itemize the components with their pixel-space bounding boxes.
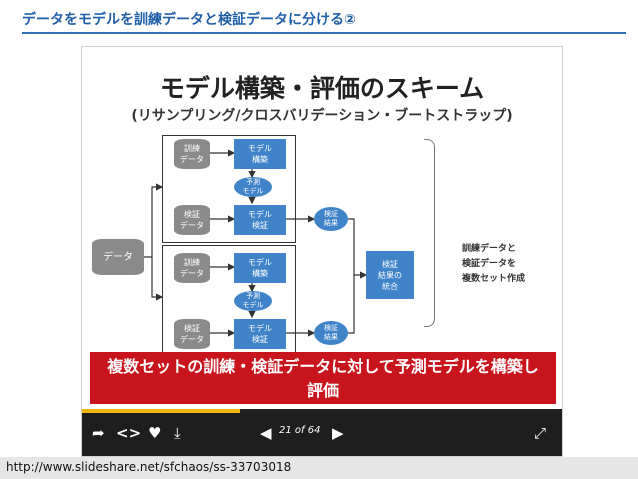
valid-data-store-2: 検証 データ bbox=[174, 319, 210, 349]
integrate-results-box: 検証 結果の 統合 bbox=[366, 251, 414, 299]
valid-model-box-1: モデル 検証 bbox=[234, 205, 286, 235]
slide-subtitle: (リサンプリング/クロスバリデーション・ブートストラップ) bbox=[131, 108, 513, 124]
sets-note: 訓練データと 検証データを 複数セット作成 bbox=[462, 244, 526, 284]
player-toolbar: ➦ <> ♥ ⤓ ◀ 21 of 64 ▶ ⤢ bbox=[82, 413, 562, 456]
source-url-bar: http://www.slideshare.net/sfchaos/ss-337… bbox=[0, 457, 638, 479]
source-url[interactable]: http://www.slideshare.net/sfchaos/ss-337… bbox=[6, 460, 292, 474]
slide-title: モデル構築・評価のスキーム bbox=[159, 74, 485, 103]
fullscreen-icon[interactable]: ⤢ bbox=[534, 424, 547, 442]
train-data-store-1: 訓練 データ bbox=[174, 139, 210, 169]
page-title: データをモデルを訓練データと検証データに分ける② bbox=[22, 12, 356, 28]
valid-data-label: 検証 データ bbox=[180, 324, 204, 344]
data-store-icon: データ bbox=[92, 239, 144, 275]
valid-model-box-2: モデル 検証 bbox=[234, 319, 286, 349]
train-data-label: 訓練 データ bbox=[180, 144, 204, 164]
valid-data-label: 検証 データ bbox=[180, 210, 204, 230]
train-data-store-2: 訓練 データ bbox=[174, 253, 210, 283]
build-model-box-1: モデル 構築 bbox=[234, 139, 286, 169]
build-model-box-2: モデル 構築 bbox=[234, 253, 286, 283]
train-data-label: 訓練 データ bbox=[180, 258, 204, 278]
slide-progress-bar[interactable] bbox=[82, 409, 562, 413]
summary-banner: 複数セットの訓練・検証データに対して予測モデルを構築し 評価 bbox=[90, 352, 556, 404]
like-icon[interactable]: ♥ bbox=[148, 424, 162, 442]
page-counter: 21 of 64 bbox=[279, 425, 321, 436]
slideshare-embed[interactable]: モデル構築・評価のスキーム (リサンプリング/クロスバリデーション・ブートストラ… bbox=[81, 46, 563, 457]
embed-icon[interactable]: <> bbox=[116, 424, 142, 442]
valid-result-ellipse-2: 検証 結果 bbox=[314, 321, 348, 345]
next-icon[interactable]: ▶ bbox=[332, 424, 344, 442]
download-icon[interactable]: ⤓ bbox=[174, 424, 181, 442]
title-underline bbox=[22, 32, 626, 34]
valid-result-ellipse-1: 検証 結果 bbox=[314, 207, 348, 231]
prev-icon[interactable]: ◀ bbox=[260, 424, 272, 442]
valid-data-store-1: 検証 データ bbox=[174, 205, 210, 235]
sets-bracket bbox=[424, 139, 435, 327]
pred-model-ellipse-2: 予測 モデル bbox=[234, 291, 272, 311]
pred-model-ellipse-1: 予測 モデル bbox=[234, 177, 272, 197]
slide-progress-fill bbox=[82, 409, 241, 413]
data-store-label: データ bbox=[103, 251, 133, 263]
share-icon[interactable]: ➦ bbox=[92, 424, 105, 442]
